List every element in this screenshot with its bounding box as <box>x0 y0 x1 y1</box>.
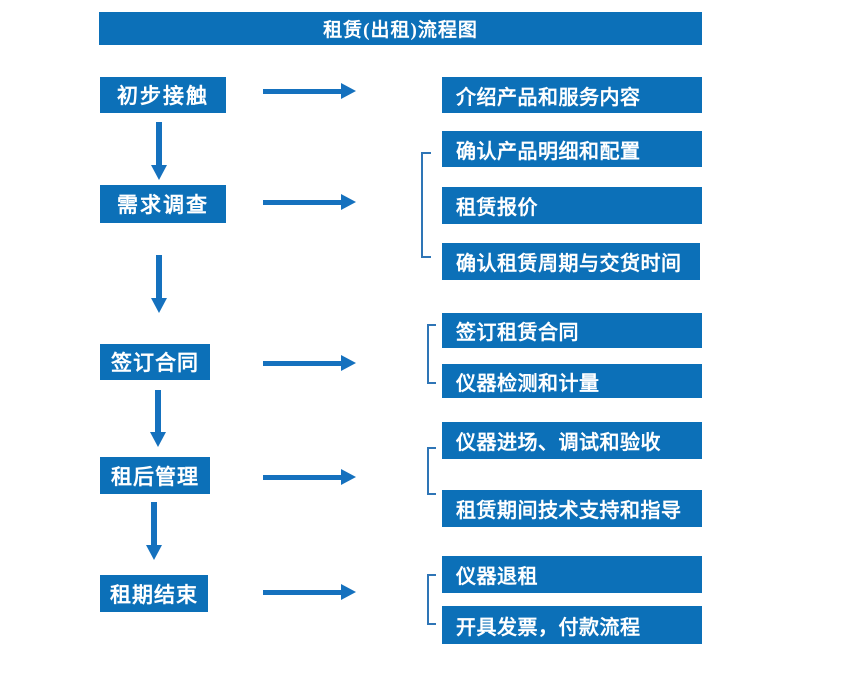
arrow-head <box>341 194 356 210</box>
arrow-shaft <box>150 502 157 545</box>
group-bracket-post-rental <box>427 447 436 495</box>
arrow-head <box>149 432 166 447</box>
arrow-shaft <box>154 390 161 432</box>
group-bracket-rental-end <box>427 574 436 625</box>
right-arrow-icon <box>263 355 356 371</box>
detail-instrument-rental-return: 仪器退租 <box>442 556 702 593</box>
flow-step-initial-contact: 初步接触 <box>100 77 226 113</box>
group-bracket-demand-survey <box>421 152 431 258</box>
arrow-shaft <box>263 199 341 205</box>
detail-confirm-rental-period-delivery: 确认租赁周期与交货时间 <box>442 243 700 280</box>
detail-sign-rental-contract: 签订租赁合同 <box>442 313 702 348</box>
arrow-shaft <box>263 474 341 480</box>
down-arrow-icon <box>150 255 167 313</box>
flow-step-post-rental-management: 租后管理 <box>100 457 210 494</box>
detail-instrument-testing-measurement: 仪器检测和计量 <box>442 364 702 398</box>
arrow-head <box>150 165 167 180</box>
detail-confirm-product-details-config: 确认产品明细和配置 <box>442 131 702 167</box>
detail-invoice-payment-process: 开具发票，付款流程 <box>442 606 702 644</box>
arrow-shaft <box>155 122 162 165</box>
detail-rental-quotation: 租赁报价 <box>442 187 702 224</box>
down-arrow-icon <box>150 122 167 180</box>
down-arrow-icon <box>149 390 166 447</box>
flowchart-title: 租赁(出租)流程图 <box>99 12 702 45</box>
right-arrow-icon <box>263 584 356 600</box>
right-arrow-icon <box>263 469 356 485</box>
arrow-head <box>341 83 356 99</box>
flow-step-sign-contract: 签订合同 <box>100 344 210 380</box>
right-arrow-icon <box>263 194 356 210</box>
arrow-shaft <box>263 360 341 366</box>
arrow-shaft <box>155 255 162 298</box>
arrow-head <box>341 355 356 371</box>
group-bracket-sign-contract <box>427 324 436 384</box>
detail-rental-technical-support: 租赁期间技术支持和指导 <box>442 490 702 527</box>
arrow-head <box>145 545 162 560</box>
arrow-shaft <box>263 589 341 595</box>
detail-introduce-products-services: 介绍产品和服务内容 <box>442 77 702 113</box>
detail-instrument-arrival-acceptance: 仪器进场、调试和验收 <box>442 422 702 459</box>
arrow-head <box>341 469 356 485</box>
flow-step-rental-end: 租期结束 <box>100 575 208 612</box>
flow-step-demand-survey: 需求调查 <box>100 185 226 223</box>
arrow-shaft <box>263 88 341 94</box>
down-arrow-icon <box>145 502 162 560</box>
arrow-head <box>341 584 356 600</box>
arrow-head <box>150 298 167 313</box>
right-arrow-icon <box>263 83 356 99</box>
